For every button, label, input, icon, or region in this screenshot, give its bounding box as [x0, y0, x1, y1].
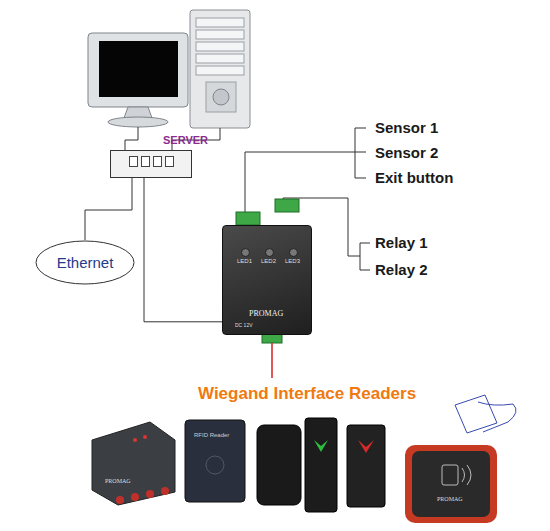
connector: [131, 493, 139, 501]
readers: [92, 395, 516, 523]
status-led: [241, 248, 250, 257]
network-cable: [85, 178, 132, 240]
ellipse-shape: [36, 241, 134, 284]
server-label: SERVER: [163, 134, 208, 146]
bracket: [360, 243, 361, 270]
monitor-frame: [88, 33, 188, 107]
computer: [88, 10, 250, 150]
drive-bay: [196, 18, 244, 27]
device-marking: LED2: [261, 258, 276, 265]
bracket-tick: [360, 243, 370, 244]
switch-port: [165, 156, 174, 167]
reader-card: [347, 425, 385, 507]
wire: [345, 152, 355, 153]
card-symbol: [442, 465, 458, 485]
device-marking: PROMAG: [437, 496, 463, 502]
wave-symbol: [462, 465, 471, 485]
network-cable: [144, 178, 222, 322]
monitor-screen: [99, 41, 178, 97]
bracket-tick: [355, 128, 366, 129]
reader-logo: [358, 440, 374, 453]
front-panel: [206, 82, 236, 112]
reader-box: [92, 422, 175, 505]
tower-case: [190, 10, 250, 128]
hand-card-sketch: [455, 395, 516, 433]
cable-line: [144, 178, 222, 322]
bracket-tick: [355, 152, 366, 153]
io-label: Sensor 1: [375, 119, 438, 136]
reader-wire: [271, 343, 273, 378]
connector: [146, 490, 154, 498]
led: [133, 438, 137, 442]
section-heading: Wiegand Interface Readers: [198, 384, 416, 404]
power-button: [213, 89, 229, 105]
connector: [161, 487, 169, 495]
connector: [116, 496, 124, 504]
status-led: [289, 248, 298, 257]
network-switch: SERVER: [110, 150, 192, 178]
reader-pad: [412, 451, 490, 517]
bracket-tick: [360, 270, 370, 271]
network-label: Ethernet: [57, 254, 114, 271]
access-controller: LED1 LED2 LED3PROMAG DC 12V: [222, 225, 312, 335]
device-marking: PROMAG: [249, 310, 283, 319]
wire: [348, 256, 360, 257]
drive-bay: [196, 54, 244, 63]
device-marking: LED3: [285, 258, 300, 265]
device-marking: PROMAG: [105, 478, 131, 484]
reader-card: [185, 420, 245, 502]
terminal-block: [236, 212, 260, 225]
reader-card: [257, 425, 301, 505]
cable-line: [85, 178, 132, 240]
io-label: Exit button: [375, 169, 453, 186]
reader-card: [305, 418, 337, 512]
device-marking: LED1: [237, 258, 252, 265]
switch-port: [141, 156, 150, 167]
drive-bay: [196, 30, 244, 39]
reader-logo: [314, 440, 328, 452]
bracket-tick: [355, 178, 366, 179]
bracket: [355, 128, 356, 178]
led: [143, 435, 147, 439]
monitor-cable: [125, 127, 138, 150]
wire: [245, 152, 345, 213]
io-label: Relay 2: [375, 261, 428, 278]
terminal-block: [275, 199, 299, 212]
drive-bay: [196, 66, 244, 75]
drive-bay: [196, 42, 244, 51]
monitor-stand: [124, 107, 152, 118]
switch-port: [129, 156, 138, 167]
reader-frame: [405, 445, 497, 523]
antenna-mark: [206, 456, 224, 474]
status-led: [265, 248, 274, 257]
io-label: Sensor 2: [375, 144, 438, 161]
monitor-base: [108, 117, 168, 127]
switch-port: [153, 156, 162, 167]
network-ellipse: Ethernet: [35, 240, 135, 285]
io-label: Relay 1: [375, 234, 428, 251]
device-marking: DC 12V: [235, 323, 253, 329]
device-marking: RFID Reader: [194, 432, 229, 438]
